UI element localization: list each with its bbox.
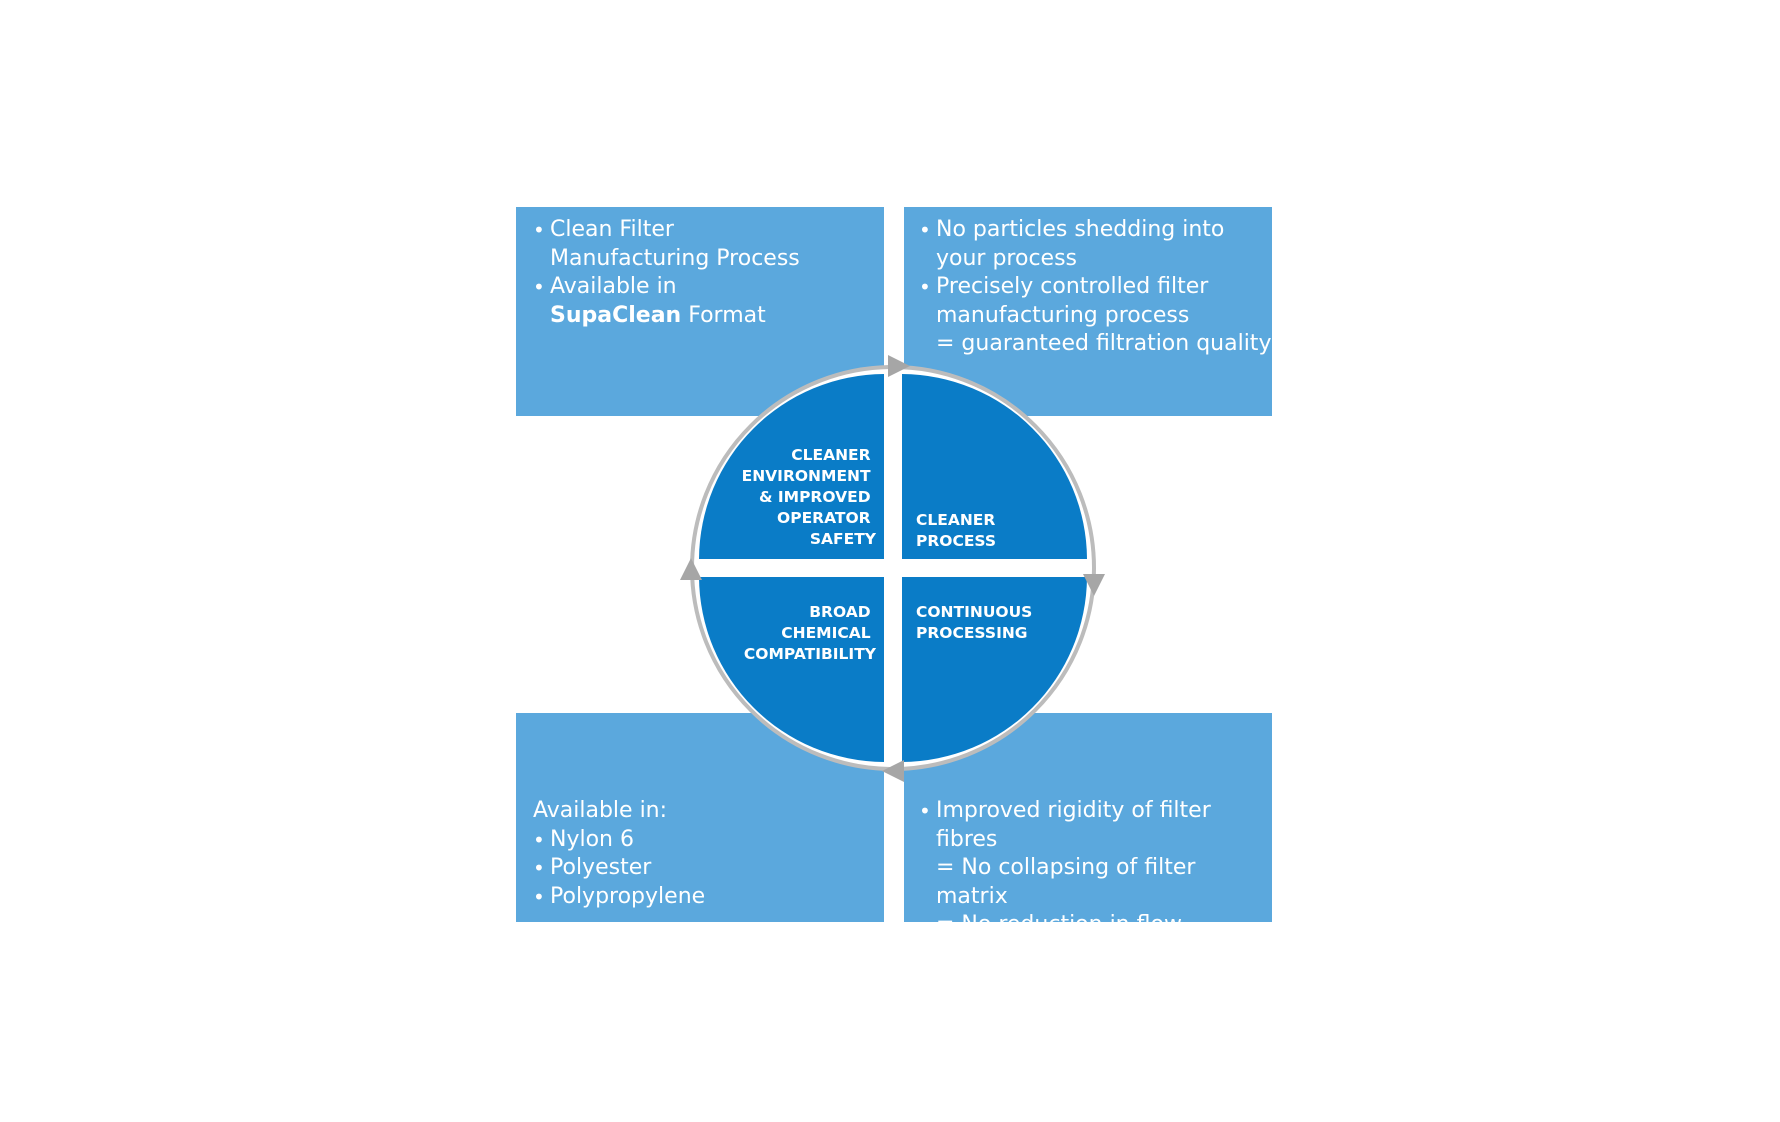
quadrant-label-line: PROCESSING <box>916 624 1028 642</box>
quadrant-label-top-left: CLEANER ENVIRONMENT & IMPROVED OPERATOR … <box>742 446 877 548</box>
brand-name: SupaClean <box>550 302 682 328</box>
quadrant-bottom-right <box>902 577 1087 762</box>
quadrant-top-left <box>699 374 884 559</box>
bullet-item: • Polypropylene <box>533 883 884 912</box>
bullet-text: Polypropylene <box>550 883 706 909</box>
quadrant-label-line: CHEMICAL <box>781 624 870 642</box>
bullet-text: Available in <box>550 274 677 299</box>
bullet-text: Polyester <box>550 855 652 880</box>
bullet-text: Clean Filter Manufacturing Process <box>550 217 800 271</box>
quadrant-label-line: CONTINUOUS <box>916 603 1032 621</box>
quadrant-label-line: & IMPROVED <box>759 488 871 506</box>
bullet-dot: • <box>533 827 545 852</box>
info-box-top-left: • Clean Filter Manufacturing Process • A… <box>516 207 884 416</box>
circle-backdrop <box>692 367 1094 769</box>
quadrant-label-line: COMPATIBILITY <box>744 645 877 663</box>
bullet-dot: • <box>919 275 931 299</box>
quadrant-bottom-left <box>699 577 884 762</box>
bullet-item: • Available in <box>533 273 884 302</box>
quadrant-label-line: SAFETY <box>810 530 877 548</box>
bullet-dot: • <box>533 275 545 299</box>
bullet-dot: • <box>533 218 545 242</box>
bullet-dot: • <box>919 799 931 823</box>
quadrant-label-line: OPERATOR <box>777 509 871 527</box>
bullet-text: Improved rigidity of filter fibres = No … <box>936 798 1246 966</box>
bullet-item: • Polyester <box>533 854 884 883</box>
info-box-bottom-left: Available in: • Nylon 6 • Polyester • Po… <box>516 713 884 922</box>
quadrant-label-top-right: CLEANER PROCESS <box>916 511 1001 550</box>
bullet-dot: • <box>919 218 931 242</box>
bullet-text: Nylon 6 <box>550 826 634 852</box>
quadrant-label-line: CLEANER <box>916 511 995 529</box>
bullet-item: • Nylon 6 <box>533 826 884 855</box>
bullet-item: • No particles shedding into your proces… <box>919 216 1272 273</box>
quadrant-top-right <box>902 374 1087 559</box>
quadrant-label-line: BROAD <box>809 603 871 621</box>
bullet-item: • Clean Filter Manufacturing Process <box>533 216 884 273</box>
quadrant-label-line: CLEANER <box>791 446 870 464</box>
quadrant-label-line: PROCESS <box>916 532 996 550</box>
bullet-dot: • <box>533 856 545 880</box>
arrow-left-icon <box>882 760 904 782</box>
arrow-right-icon <box>888 355 910 377</box>
quadrant-label-bottom-left: BROAD CHEMICAL COMPATIBILITY <box>744 603 877 663</box>
bullet-text: No particles shedding into your process <box>936 217 1225 271</box>
quadrant-label-line: ENVIRONMENT <box>742 467 871 485</box>
arrow-up-icon <box>680 558 702 580</box>
bullet-text: Precisely controlled filter manufacturin… <box>936 274 1272 356</box>
box-intro: Available in: <box>533 798 668 823</box>
bullet-item: • Improved rigidity of filter fibres = N… <box>919 797 1272 968</box>
bullet-dot: • <box>533 884 545 909</box>
continuation-text: Format <box>681 302 766 328</box>
arrow-down-icon <box>1083 574 1105 596</box>
bullet-continuation: SupaClean Format <box>533 302 884 331</box>
quadrant-label-bottom-right: CONTINUOUS PROCESSING <box>916 603 1038 642</box>
bullet-item: • Precisely controlled filter manufactur… <box>919 273 1272 359</box>
